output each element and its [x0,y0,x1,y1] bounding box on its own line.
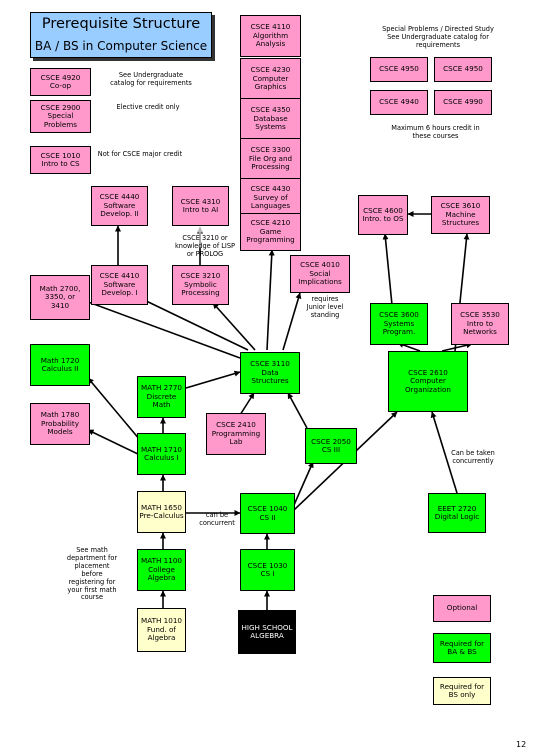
arrow-csce3110-csce3210 [212,302,256,351]
arrow-eeet2720-csce2610 [430,411,458,494]
note-junior: requires Junior level standing [306,295,344,319]
note-see-math: See math department for placement before… [66,546,118,602]
legend-required-ba-bs: Required for BA & BS [433,633,491,663]
course-eeet2720: EEET 2720 Digital Logic [428,493,486,533]
note-csce3210-or: CSCE 3210 or knowledge of LISP or PROLOG [174,234,236,258]
course-csce4920: CSCE 4920 Co-op [30,68,91,96]
course-csce4940: CSCE 4940 [370,90,428,115]
course-csce2050: CSCE 2050 CS III [305,428,357,464]
hs-algebra-box: HIGH SCHOOL ALGEBRA [238,610,296,654]
course-csce1030: CSCE 1030 CS I [240,549,295,591]
course-csce4430: CSCE 4430 Survey of Languages [240,178,301,218]
course-csce1010: CSCE 1010 Intro to CS [30,146,91,174]
course-csce3600: CSCE 3600 Systems Program. [370,303,428,345]
page-number: 12 [516,740,527,749]
page-title: Prerequisite Structure [41,16,201,32]
course-csce2900: CSCE 2900 Special Problems [30,100,91,133]
course-math1650: MATH 1650 Pre-Calculus [137,491,186,533]
course-csce1040: CSCE 1040 CS II [240,493,295,534]
course-csce3530: CSCE 3530 Intro to Networks [451,303,509,345]
note-elective: Elective credit only [116,103,180,111]
arrow-math1710-math1780 [87,429,141,456]
course-csce2410: CSCE 2410 Programming Lab [206,413,266,455]
arrow-csce2410-csce3110 [239,392,255,416]
course-csce4990: CSCE 4990 [434,90,492,115]
arrow-csce1040-csce2050 [293,461,314,506]
title-box: Prerequisite Structure BA / BS in Comput… [30,12,212,58]
course-csce4950-second: CSCE 4950 [434,57,492,82]
course-csce4410: CSCE 4410 Software Develop. I [91,265,148,305]
course-csce3110: CSCE 3110 Data Structures [240,352,300,394]
course-csce4310: CSCE 4310 Intro to AI [172,186,229,226]
course-math1780: Math 1780 Probability Models [30,403,90,445]
arrow-csce2050-csce3110 [287,392,308,429]
legend-optional: Optional [433,595,491,622]
note-not-major: Not for CSCE major credit [97,150,183,158]
arrow-csce2610-csce3530 [441,342,473,352]
course-math1010: MATH 1010 Fund. of Algebra [137,608,186,652]
course-csce3300: CSCE 3300 File Org and Processing [240,138,301,180]
note-max-hours: Maximum 6 hours credit in these courses [391,124,480,140]
course-csce4600: CSCE 4600 Intro. to OS [358,195,408,235]
arrow-csce3600-csce4600 [382,233,393,306]
note-concurrently: Can be taken concurrently [451,449,495,465]
course-math1710: MATH 1710 Calculus I [137,433,186,475]
legend-required-bs: Required for BS only [433,677,491,705]
note-special-problems: Special Problems / Directed Study See Un… [382,25,494,49]
arrow-math1710-math1720 [87,377,141,441]
note-concurrent: can be concurrent [199,511,235,527]
course-csce4210: CSCE 4210 Game Programming [240,213,301,251]
course-csce2610: CSCE 2610 Computer Organization [388,351,468,412]
page-subtitle: BA / BS in Computer Science [34,39,208,53]
course-math1100: MATH 1100 College Algebra [137,549,186,591]
course-math1720: Math 1720 Calculus II [30,344,90,386]
course-csce4110: CSCE 4110 Algorithm Analysis [240,15,301,57]
course-math2700: Math 2700, 3350, or 3410 [30,275,90,320]
course-csce3210: CSCE 3210 Symbolic Processing [172,265,229,305]
arrow-math2770-csce3110 [185,370,241,389]
course-csce4440: CSCE 4440 Software Develop. II [91,186,148,226]
arrow-csce3110-csce4410 [139,297,249,351]
note-coop: See Undergraduate catalog for requiremen… [110,71,192,87]
course-math2770: MATH 2770 Discrete Math [137,376,186,418]
arrow-csce3110-csce4010 [282,292,302,351]
arrow-csce3110-csce4210 [266,249,275,351]
course-csce4010: CSCE 4010 Social Implications [290,255,350,293]
course-csce3610: CSCE 3610 Machine Structures [431,196,490,234]
course-csce4350: CSCE 4350 Database Systems [240,98,301,140]
course-csce4230: CSCE 4230 Computer Graphics [240,58,301,100]
arrow-csce3110-math2700 [71,295,241,359]
course-csce4950: CSCE 4950 [370,57,428,82]
